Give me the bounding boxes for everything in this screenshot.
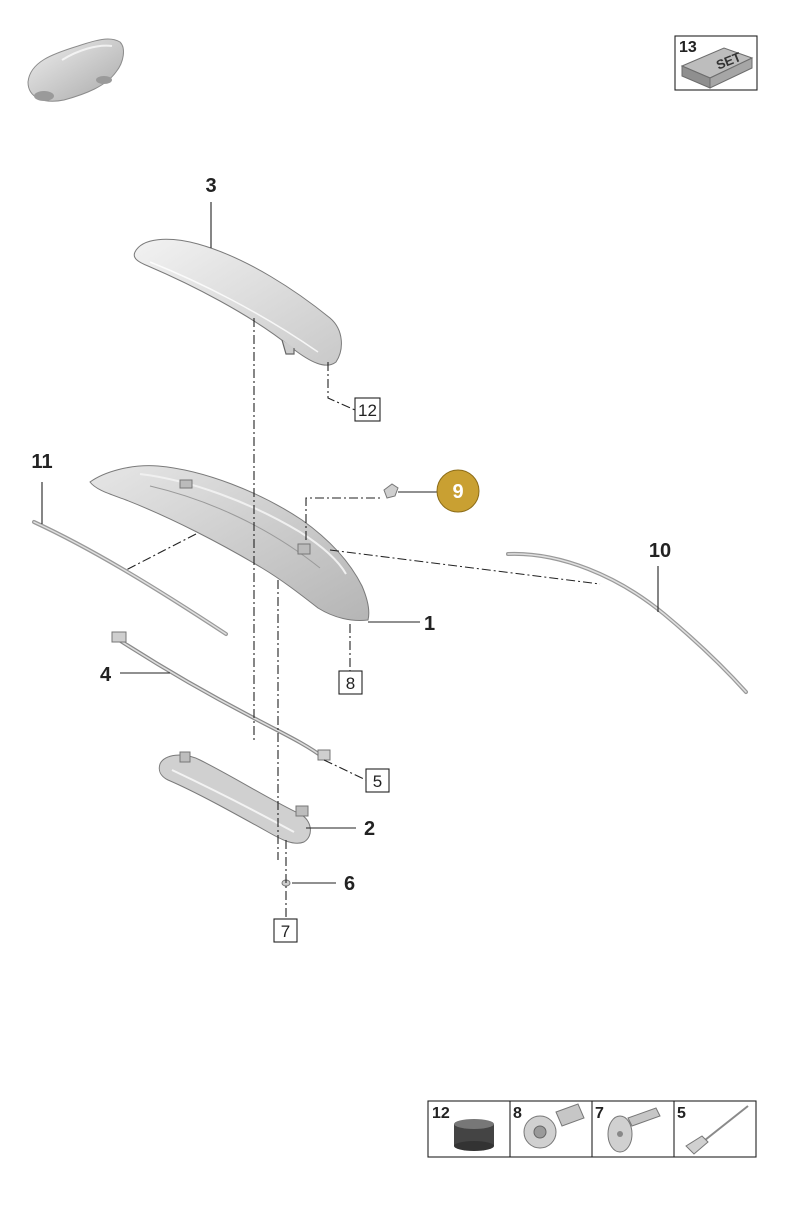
legend-cell-5: 5 (677, 1105, 749, 1155)
cable-part-4 (111, 631, 331, 761)
spoiler-part-3 (133, 238, 342, 366)
boxed-label-12: 12 (358, 401, 377, 420)
callout-9: 9 (452, 481, 463, 503)
legend-cell-12: 12 (432, 1105, 494, 1151)
boxed-labels: 12 8 5 7 (273, 397, 390, 943)
boxed-label-8: 8 (346, 674, 355, 693)
leader-lines (41, 202, 659, 884)
boxed-label-5: 5 (373, 772, 382, 791)
callouts: 3 11 1 10 4 2 6 9 (31, 175, 671, 895)
rear-lid-part-1 (89, 465, 370, 621)
callout-6: 6 (344, 873, 355, 895)
actuator-part-2 (158, 751, 311, 844)
legend-cell-8: 8 (513, 1103, 585, 1149)
callout-2: 2 (364, 818, 375, 840)
assembly-lines (125, 318, 601, 918)
legend-cell-7: 7 (595, 1105, 661, 1153)
legend-number-7: 7 (595, 1105, 604, 1122)
set-badge: 13 SET (674, 35, 758, 91)
legend-number-8: 8 (513, 1105, 522, 1122)
legend-number-5: 5 (677, 1105, 686, 1122)
seal-strip-part-11 (32, 520, 228, 636)
seal-strip-part-10 (506, 551, 748, 694)
callout-10: 10 (649, 540, 671, 562)
boxed-label-7: 7 (281, 922, 290, 941)
callout-9-highlight (436, 469, 480, 513)
callout-4: 4 (100, 664, 112, 686)
set-badge-number: 13 (679, 39, 697, 56)
callout-3: 3 (205, 175, 216, 197)
clip-part-9 (383, 483, 399, 499)
callout-1: 1 (424, 613, 435, 635)
hardware-legend: 12 8 7 5 (427, 1100, 757, 1158)
legend-number-12: 12 (432, 1105, 450, 1122)
car-thumbnail (27, 38, 124, 102)
callout-11: 11 (31, 451, 52, 473)
